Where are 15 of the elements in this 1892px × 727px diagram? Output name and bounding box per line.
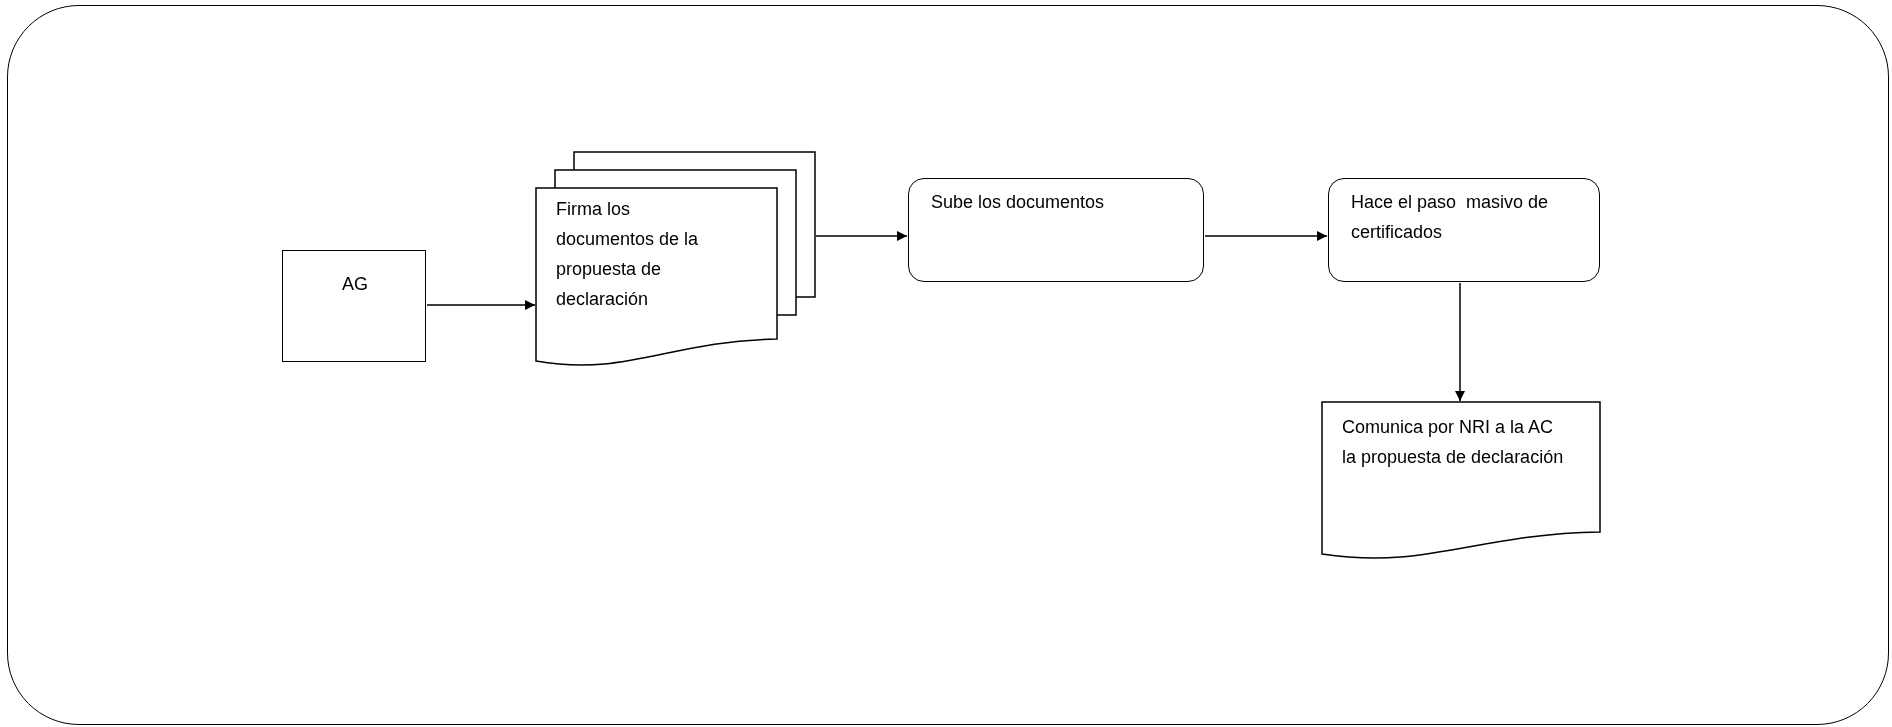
arrow: [1455, 282, 1465, 402]
rounded-process-box: [1328, 178, 1600, 282]
rounded-frame: [7, 5, 1889, 725]
rounded-process-box: [908, 178, 1204, 282]
node-text: Comunica por NRI a la AC la propuesta de declaración: [1342, 416, 1564, 469]
node-text: Hace el paso masivo de certificados: [1351, 191, 1550, 244]
node-text: Sube los documentos: [931, 191, 1106, 214]
arrow: [815, 231, 908, 241]
node-text: AG: [341, 273, 369, 296]
arrow: [1204, 231, 1328, 241]
arrow: [426, 300, 536, 310]
multi-document-shape: [536, 152, 815, 369]
process-box: [282, 250, 426, 362]
document-shape: [1322, 402, 1600, 562]
node-text: Firma los documentos de la propuesta de declaración: [556, 198, 700, 311]
